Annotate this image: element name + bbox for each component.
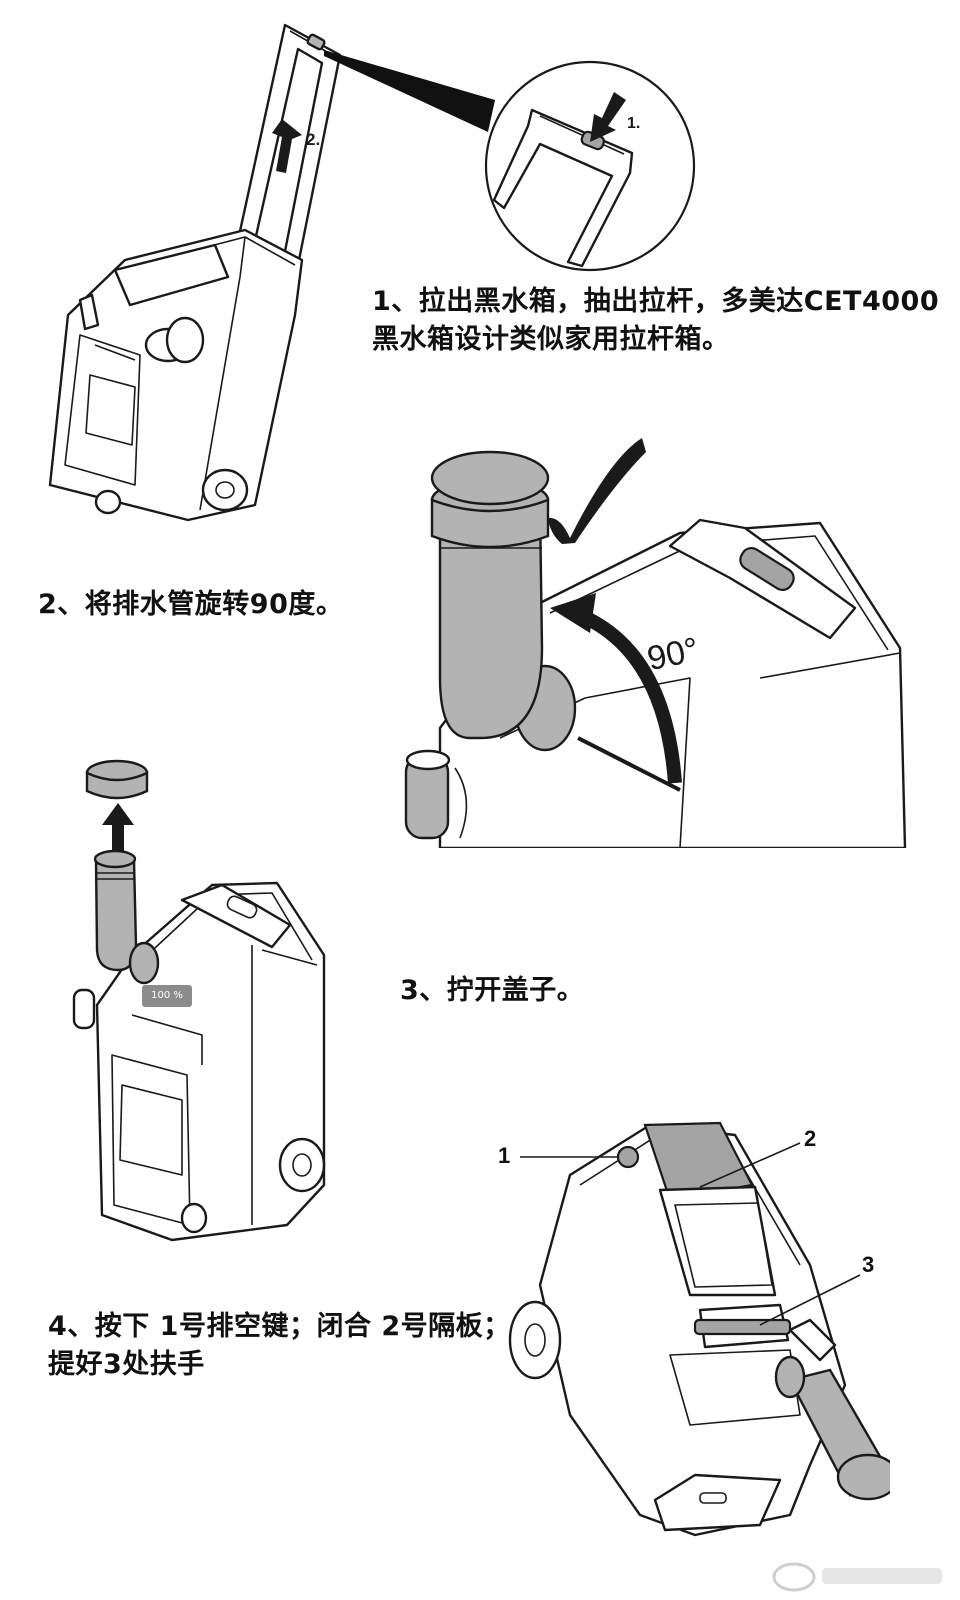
step-2-caption: 2、将排水管旋转90度。 <box>38 586 343 624</box>
outlet-pipe-illustration: 90° <box>404 438 907 848</box>
checkmark-icon <box>548 438 646 544</box>
step-2-line-1: 2、将排水管旋转90度。 <box>38 589 344 620</box>
callout-3: 3 <box>862 1252 875 1277</box>
handle-zoom-illustration: 1. <box>484 60 696 272</box>
callout-1: 1 <box>498 1143 511 1168</box>
step-3-caption: 3、拧开盖子。 <box>400 972 584 1010</box>
cap-removal-illustration <box>72 759 326 1242</box>
zoom-badge: 100 % <box>142 985 192 1007</box>
zoom-connector <box>324 50 495 132</box>
cassette-tank-illustration: 2. <box>48 23 342 522</box>
step-3-line-1: 3、拧开盖子。 <box>400 975 585 1006</box>
step-4-line-1: 4、按下 1号排空键；闭合 2号隔板； <box>48 1311 511 1342</box>
step-1-line-2: 黑水箱设计类似家用拉杆箱。 <box>372 324 730 355</box>
press-label: 1. <box>627 115 640 132</box>
step-4-line-2: 提好3处扶手 <box>48 1349 205 1380</box>
step-4-caption: 4、按下 1号排空键；闭合 2号隔板； 提好3处扶手 <box>48 1308 511 1384</box>
tank-top-illustration <box>508 1121 890 1537</box>
callout-2: 2 <box>804 1126 817 1151</box>
step-1-line-1: 1、拉出黑水箱，抽出拉杆，多美达CET4000 <box>372 286 940 317</box>
pull-label: 2. <box>306 130 320 149</box>
press-arrow-icon <box>590 92 626 142</box>
pull-arrow-icon <box>272 119 302 173</box>
step-1-caption: 1、拉出黑水箱，抽出拉杆，多美达CET4000 黑水箱设计类似家用拉杆箱。 <box>372 283 939 359</box>
lift-arrow-icon <box>102 803 134 855</box>
watermark-logo <box>772 1562 942 1592</box>
